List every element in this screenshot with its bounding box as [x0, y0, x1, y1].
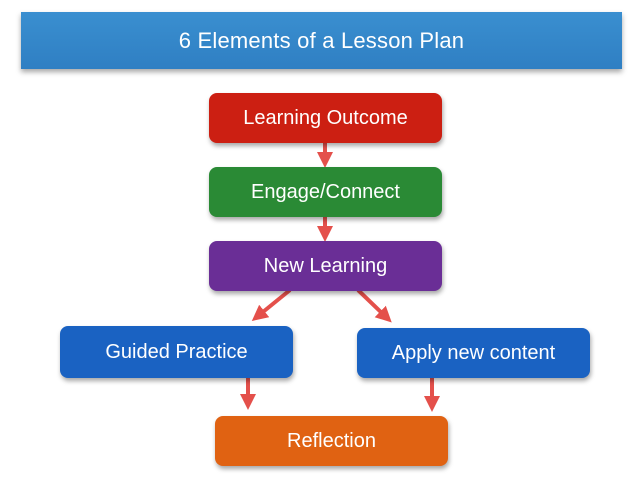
step-new-learning: New Learning: [209, 241, 442, 291]
step-engage-connect: Engage/Connect: [209, 167, 442, 217]
step-label: Apply new content: [391, 341, 556, 364]
step-guided-practice: Guided Practice: [60, 326, 293, 378]
step-label: Engage/Connect: [250, 180, 400, 203]
arrow-learning-to-apply: [356, 288, 392, 323]
step-label: New Learning: [263, 254, 388, 277]
step-apply-new-content: Apply new content: [357, 328, 590, 378]
step-label: Reflection: [287, 429, 376, 452]
step-reflection: Reflection: [215, 416, 448, 466]
arrow-learning-to-guided: [251, 288, 292, 322]
step-label: Learning Outcome: [243, 106, 408, 129]
step-label: Guided Practice: [105, 340, 248, 363]
step-learning-outcome: Learning Outcome: [209, 93, 442, 143]
title-bar: 6 Elements of a Lesson Plan: [21, 12, 622, 69]
page-title: 6 Elements of a Lesson Plan: [178, 27, 465, 53]
